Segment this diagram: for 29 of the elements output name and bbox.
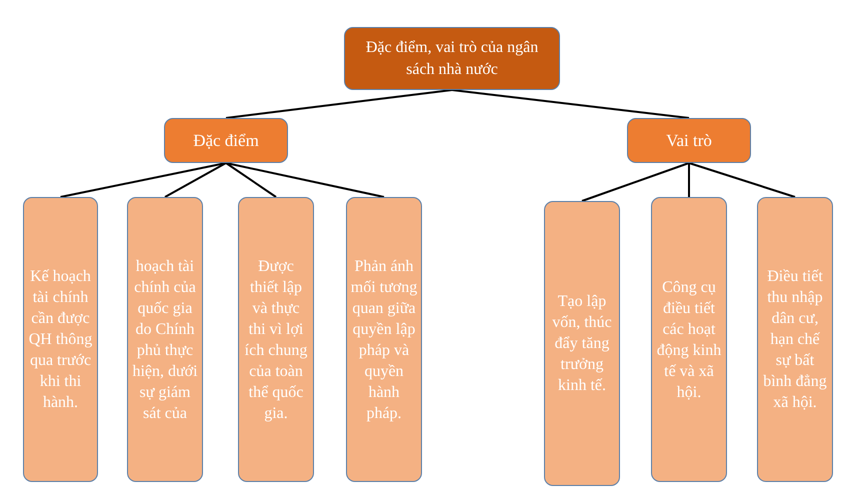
box-text: Đặc điểm: [193, 130, 259, 150]
box-text: Kế hoạch tài chính cần được QH thông qua trước khi thi hành.: [28, 267, 94, 413]
content-box: [651, 197, 727, 482]
box-text: Công cụ điều tiết các hoạt động kinh tế và xã hội.: [656, 278, 722, 402]
connector-line: [164, 162, 226, 198]
category-box: [164, 118, 288, 163]
connector-line: [688, 163, 690, 197]
content-box: [23, 197, 98, 482]
connector-line: [688, 162, 796, 198]
box-text: hoạch tài chính của quốc gia do Chính phủ thực hiện, dưới sự giám sát của: [131, 256, 199, 424]
content-box: [127, 197, 203, 482]
box-text: Tạo lập vốn, thúc đẩy tăng trưởng kinh tế.: [551, 292, 613, 396]
content-box: [757, 197, 833, 482]
box-text: Vai trò: [666, 130, 712, 150]
content-box: [238, 197, 314, 482]
connector-line: [582, 162, 690, 202]
box-text: Phản ánh mối tương quan giữa quyền lập pháp và quyền hành pháp.: [350, 256, 418, 424]
connector-line: [226, 89, 452, 119]
box-text: Đặc điểm, vai trò của ngân sách nhà nước: [364, 38, 540, 80]
connector-line: [60, 162, 226, 198]
box-text: Điều tiết thu nhập dân cư, hạn chế sự bất bình đẳng xã hội.: [762, 267, 828, 413]
connector-line: [225, 162, 277, 198]
root-box: [344, 27, 560, 90]
content-box: [544, 201, 620, 486]
category-box: [627, 118, 751, 163]
connector-line: [226, 162, 384, 198]
connector-line: [452, 89, 690, 119]
content-box: [346, 197, 422, 482]
box-text: Được thiết lập và thực thi vì lợi ích chung của toàn thể quốc gia.: [244, 256, 308, 424]
